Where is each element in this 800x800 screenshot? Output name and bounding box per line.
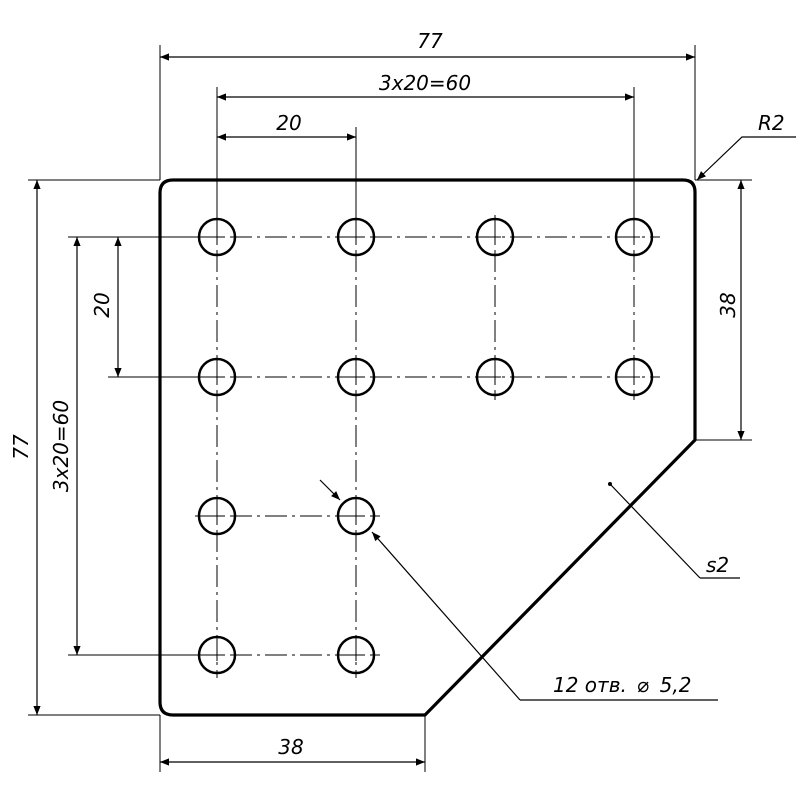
dim-right-edge: 38 bbox=[716, 292, 740, 317]
holes-callout-prefix: 12 отв. bbox=[553, 673, 627, 697]
dim-top-overall: 77 bbox=[417, 29, 443, 53]
hole bbox=[197, 496, 237, 536]
holes-callout-diameter: 5,2 bbox=[660, 673, 692, 697]
diameter-symbol: ⌀ bbox=[637, 673, 649, 697]
holes bbox=[197, 217, 654, 675]
extension-lines bbox=[28, 45, 752, 772]
centerlines bbox=[195, 215, 660, 678]
dim-left-overall: 77 bbox=[9, 434, 33, 460]
hole bbox=[336, 357, 376, 397]
dim-left-hole-span: 3x20=60 bbox=[49, 400, 73, 492]
hole bbox=[336, 635, 376, 675]
thickness-leader bbox=[609, 483, 701, 579]
hole bbox=[614, 357, 654, 397]
leaders bbox=[319, 136, 796, 701]
radius-leader bbox=[696, 136, 796, 181]
thickness-callout: s2 bbox=[706, 553, 729, 577]
dim-top-hole-pitch: 20 bbox=[276, 111, 301, 135]
hole bbox=[336, 496, 376, 536]
hole bbox=[475, 357, 515, 397]
radius-callout: R2 bbox=[758, 111, 785, 135]
dim-left-hole-pitch: 20 bbox=[90, 292, 114, 317]
holes-leader bbox=[319, 479, 341, 501]
dimension-lines bbox=[33, 53, 745, 766]
holes-callout: 12 отв. ⌀ 5,2 bbox=[553, 673, 691, 697]
dim-bottom-edge: 38 bbox=[278, 735, 303, 759]
dim-top-hole-span: 3x20=60 bbox=[379, 71, 471, 95]
plate-outline bbox=[158, 178, 697, 717]
hole bbox=[475, 217, 515, 257]
